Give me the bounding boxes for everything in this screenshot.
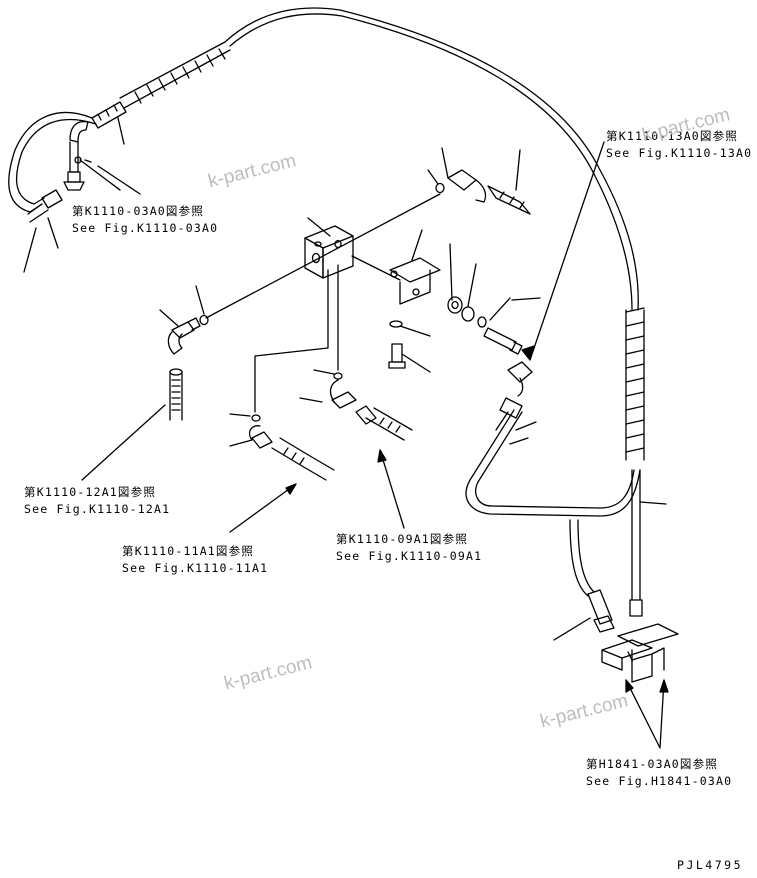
ref-jp-label: 第K1110-11A1図参照 bbox=[122, 544, 255, 558]
right-hose-loop bbox=[465, 361, 641, 517]
leader-lines bbox=[23, 117, 141, 273]
mounting-bracket bbox=[389, 229, 441, 305]
ref-en-label: See Fig.K1110-12A1 bbox=[24, 502, 171, 516]
pointer-arrows bbox=[111, 141, 669, 749]
left-fitting-cluster bbox=[63, 120, 121, 191]
right-vertical-hose bbox=[625, 307, 667, 617]
ref-en-label: See Fig.K1110-11A1 bbox=[122, 561, 269, 575]
ref-k1110-11a1: 第K1110-11A1図参照 See Fig.K1110-11A1 bbox=[122, 543, 268, 577]
ref-jp-label: 第K1110-12A1図参照 bbox=[24, 485, 157, 499]
ref-en-label: See Fig.K1110-09A1 bbox=[336, 549, 483, 563]
lower-right-fittings bbox=[601, 623, 679, 683]
washers-bolt bbox=[388, 243, 541, 373]
long-hose bbox=[91, 7, 639, 311]
ref-en-label: See Fig.K1110-13A0 bbox=[606, 146, 753, 160]
top-right-elbow bbox=[441, 147, 531, 215]
lower-right-hose bbox=[553, 519, 615, 641]
ref-jp-label: 第K1110-03A0図参照 bbox=[72, 204, 205, 218]
o-rings bbox=[159, 169, 445, 422]
left-elbow bbox=[167, 317, 201, 355]
ref-en-label: See Fig.K1110-03A0 bbox=[72, 221, 219, 235]
ref-jp-label: 第K1110-13A0図参照 bbox=[606, 129, 739, 143]
assembly-lines bbox=[205, 193, 441, 413]
center-elbows bbox=[229, 379, 413, 481]
ref-h1841-03a0: 第H1841-03A0図参照 See Fig.H1841-03A0 bbox=[586, 756, 732, 790]
drawing-code: PJL4795 bbox=[677, 858, 743, 872]
ref-k1110-13a0: 第K1110-13A0図参照 See Fig.K1110-13A0 bbox=[606, 128, 752, 162]
manifold-block bbox=[304, 217, 354, 279]
left-loop-hose bbox=[8, 111, 97, 223]
ref-k1110-09a1: 第K1110-09A1図参照 See Fig.K1110-09A1 bbox=[336, 531, 482, 565]
ref-k1110-03a0: 第K1110-03A0図参照 See Fig.K1110-03A0 bbox=[72, 203, 218, 237]
ref-jp-label: 第H1841-03A0図参照 bbox=[586, 757, 719, 771]
ref-k1110-12a1: 第K1110-12A1図参照 See Fig.K1110-12A1 bbox=[24, 484, 170, 518]
left-pipe bbox=[81, 368, 183, 481]
ref-jp-label: 第K1110-09A1図参照 bbox=[336, 532, 469, 546]
ref-en-label: See Fig.H1841-03A0 bbox=[586, 774, 733, 788]
